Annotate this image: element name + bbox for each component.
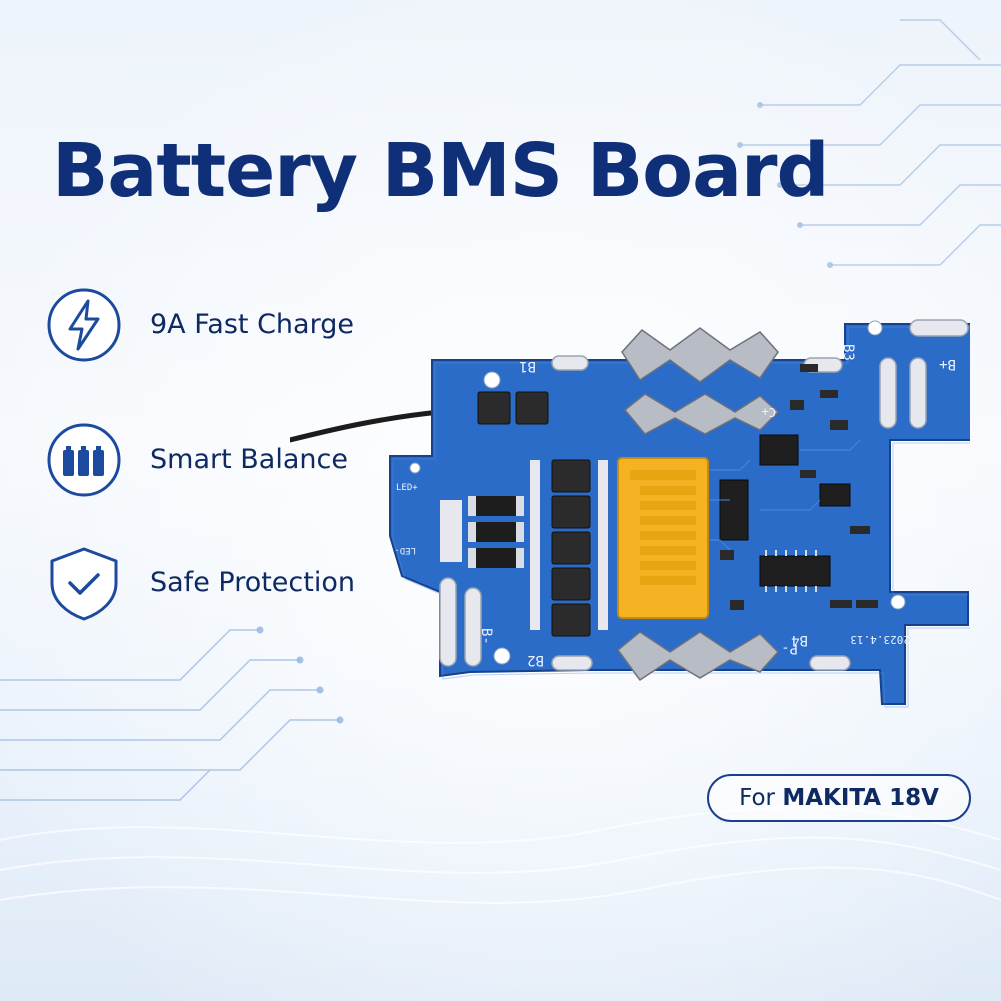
circuit-lines-bottom-left	[0, 629, 340, 801]
circuit-lines-top-right	[740, 19, 1001, 266]
feature-label: Safe Protection	[150, 567, 355, 598]
battery-cells-icon	[47, 423, 121, 497]
feature-label: 9A Fast Charge	[150, 309, 354, 340]
metal-clips	[616, 327, 780, 682]
silkscreen-ledplus: LED+	[396, 483, 418, 493]
shield-check-icon	[50, 547, 118, 621]
silkscreen-date: 2023.4.13	[850, 633, 910, 646]
silkscreen-cplus: C+	[762, 405, 776, 419]
badge-prefix: For	[739, 785, 776, 811]
silkscreen-bminus: B-	[478, 628, 494, 645]
badge-model: MAKITA 18V	[782, 785, 939, 811]
silkscreen-b2: B2	[527, 652, 544, 668]
page-title: Battery BMS Board	[52, 128, 830, 214]
feature-smart-balance: Smart Balance	[46, 422, 386, 502]
silkscreen-bplus: B+	[939, 356, 956, 372]
yellow-connector	[617, 457, 709, 619]
feature-fast-charge: 9A Fast Charge	[46, 287, 386, 367]
feature-safe-protection: Safe Protection	[46, 545, 386, 625]
silkscreen-b4: B4	[791, 632, 808, 648]
board-wire	[290, 409, 443, 443]
compatibility-badge: For MAKITA 18V	[707, 774, 971, 822]
feature-label: Smart Balance	[150, 444, 348, 475]
silkscreen-b3: B3	[840, 344, 856, 361]
silkscreen-pminus: P-	[781, 640, 798, 656]
silkscreen-ledminus: LED-	[394, 545, 416, 555]
silkscreen-b1: B1	[519, 358, 536, 374]
lightning-icon	[47, 288, 121, 362]
bms-board-image: B1 B2 B3 B4 B+ B- P- C+ LED+ LED- 2023.4…	[290, 319, 970, 708]
